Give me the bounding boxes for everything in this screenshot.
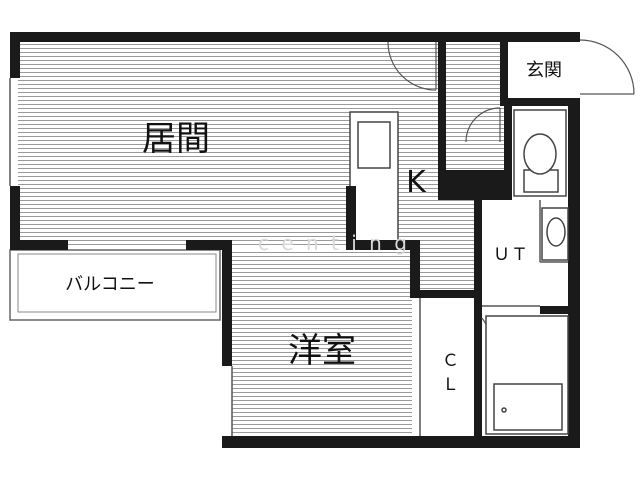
closet-floor [420,296,482,440]
western-room-floor [232,250,412,440]
utility-label: ＵＴ [493,245,529,265]
balcony-label: バルコニー [65,274,155,295]
bathtub-icon [485,315,569,435]
washbasin-icon [541,207,569,261]
kitchen-sink [357,121,391,169]
thin-partitions [9,78,568,436]
kitchen-label: K [406,165,427,200]
entrance-hall-floor [445,40,505,170]
closet-label-l: Ｌ [442,375,460,395]
western-room-label: 洋室 [288,331,356,371]
closet-label-c: Ｃ [442,351,460,371]
toilet-icon [513,109,567,197]
watermark: c e n t i n g [258,231,410,255]
balcony-area [9,249,221,321]
entrance-label: 玄関 [526,60,562,81]
walls [10,32,580,448]
door-swings [387,39,635,332]
living-room-label: 居間 [142,119,210,159]
balcony-inner [17,253,217,313]
